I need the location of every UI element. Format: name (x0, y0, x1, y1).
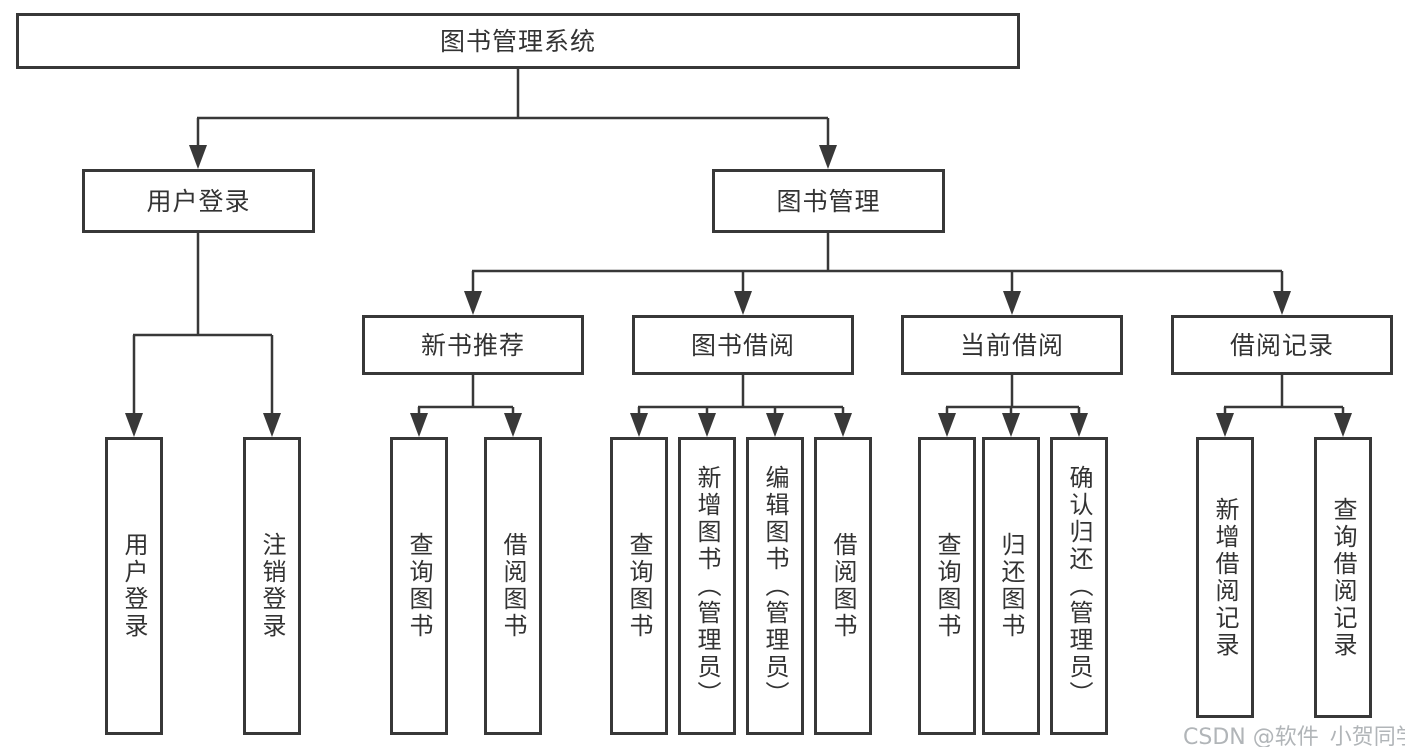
arrow-down-icon (938, 413, 956, 437)
arrow-down-icon (125, 413, 143, 437)
node-user-login: 用户登录 (82, 169, 315, 233)
connector-currentborrow-to-leaves (945, 375, 1081, 418)
arrow-down-icon (1334, 413, 1352, 437)
csdn-watermark: CSDN @软件_小贺同学 (1183, 725, 1405, 747)
node-new-book-recommendation: 新书推荐 (362, 315, 584, 375)
leaf-logout: 注销登录 (243, 437, 301, 735)
node-book-management: 图书管理 (712, 169, 945, 233)
arrow-down-icon (1002, 413, 1020, 437)
arrow-down-icon (766, 413, 784, 437)
connector-bookmgmt-to-level3 (471, 233, 1284, 296)
leaf-return-books: 归还图书 (982, 437, 1040, 735)
arrow-down-icon (1273, 291, 1291, 315)
arrow-down-icon (834, 413, 852, 437)
arrow-down-icon (1003, 291, 1021, 315)
leaf-confirm-return-admin: 确认归还（管理员） (1050, 437, 1108, 735)
connector-userlogin-to-leaves (132, 233, 274, 418)
arrow-down-icon (263, 413, 281, 437)
connector-newbookrec-to-leaves (417, 375, 515, 418)
leaf-borrow-books: 借阅图书 (484, 437, 542, 735)
arrow-down-icon (734, 291, 752, 315)
arrow-down-icon (504, 413, 522, 437)
arrow-down-icon (1216, 413, 1234, 437)
leaf-add-borrow-record: 新增借阅记录 (1196, 437, 1254, 718)
leaf-borrow-books: 借阅图书 (814, 437, 872, 735)
arrow-down-icon (189, 145, 207, 169)
arrow-down-icon (630, 413, 648, 437)
node-book-borrowing: 图书借阅 (632, 315, 854, 375)
arrow-down-icon (819, 145, 837, 169)
node-borrowing-records: 借阅记录 (1171, 315, 1393, 375)
arrow-down-icon (410, 413, 428, 437)
leaf-add-books-admin: 新增图书（管理员） (678, 437, 736, 735)
arrow-down-icon (698, 413, 716, 437)
connector-root-to-level2 (196, 69, 830, 150)
connector-bookborrow-to-leaves (637, 375, 845, 418)
arrow-down-icon (1070, 413, 1088, 437)
leaf-user-login: 用户登录 (105, 437, 163, 735)
node-current-borrowing: 当前借阅 (901, 315, 1123, 375)
arrow-down-icon (464, 291, 482, 315)
leaf-query-books: 查询图书 (918, 437, 976, 735)
leaf-edit-books-admin: 编辑图书（管理员） (746, 437, 804, 735)
connector-borrowrecords-to-leaves (1223, 375, 1345, 418)
node-root-library-management-system: 图书管理系统 (16, 13, 1020, 69)
leaf-query-borrow-record: 查询借阅记录 (1314, 437, 1372, 718)
leaf-query-books: 查询图书 (390, 437, 448, 735)
leaf-query-books: 查询图书 (610, 437, 668, 735)
